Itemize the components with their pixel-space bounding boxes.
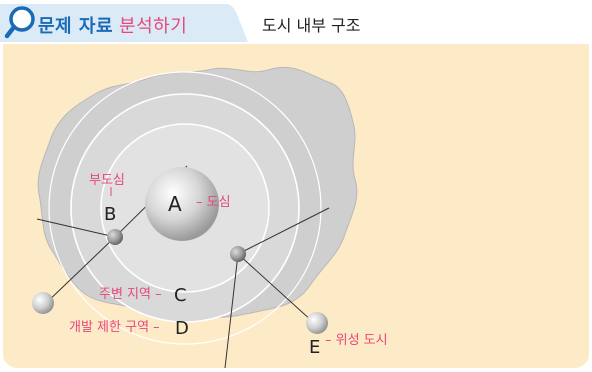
city-structure-diagram: A – 도심 부도심 B 주변 지역 – C 개발 제한 구역 – D E – …: [32, 66, 388, 368]
ring-outer: [48, 71, 322, 345]
zone-c-label: 주변 지역 –: [99, 287, 162, 302]
magnifier-icon: [4, 6, 35, 39]
diagram-panel: A – 도심 부도심 B 주변 지역 – C 개발 제한 구역 – D E – …: [3, 44, 589, 368]
subject-title: 도시 내부 구조: [262, 16, 361, 35]
title-sub: 분석하기: [119, 16, 188, 37]
zone-d-label: 개발 제한 구역 –: [69, 320, 160, 335]
zone-d-letter: D: [175, 318, 189, 339]
city-center-sphere: [145, 167, 219, 241]
satellite-town-left: [32, 292, 54, 314]
satellite-town-e: [306, 312, 328, 334]
center-label: – 도심: [196, 195, 231, 210]
satellite-label: – 위성 도시: [325, 333, 388, 348]
center-letter: A: [168, 192, 182, 216]
title-tab-shape: [0, 4, 248, 42]
subcenter-label: 부도심: [89, 173, 125, 188]
zone-c-letter: C: [174, 285, 187, 306]
subcenter-sphere: [107, 229, 123, 245]
subcenter-sphere-right: [230, 246, 246, 262]
title-main: 문제 자료: [38, 16, 114, 37]
satellite-letter: E: [309, 337, 320, 358]
subcenter-letter: B: [104, 204, 116, 225]
